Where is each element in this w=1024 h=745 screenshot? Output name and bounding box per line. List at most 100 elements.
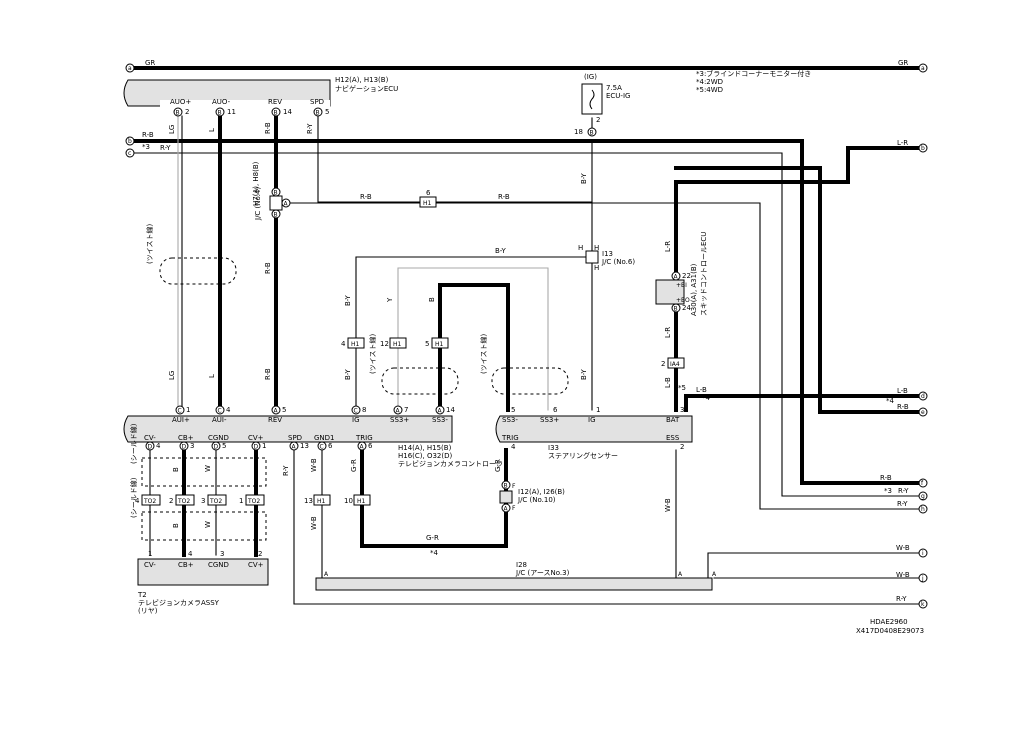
svg-text:b: b	[921, 145, 925, 152]
svg-text:スキッドコントロールECU: スキッドコントロールECU	[700, 232, 708, 316]
svg-text:TO2: TO2	[247, 498, 260, 505]
svg-text:X417D0408E29073: X417D0408E29073	[856, 627, 924, 635]
svg-text:テレビジョンカメラASSY: テレビジョンカメラASSY	[138, 598, 220, 607]
svg-text:1: 1	[186, 406, 190, 414]
svg-text:(リヤ): (リヤ)	[138, 607, 158, 615]
svg-text:14: 14	[446, 406, 455, 414]
svg-text:J/C (No.6): J/C (No.6)	[601, 258, 635, 266]
wire-ry-spd2	[317, 152, 421, 203]
svg-text:h: h	[921, 506, 925, 513]
svg-text:B: B	[316, 110, 320, 117]
svg-text:TRIG: TRIG	[501, 434, 519, 442]
svg-text:(ツイスト線): (ツイスト線)	[145, 223, 154, 264]
svg-text:*3: *3	[884, 487, 892, 495]
svg-text:G-R: G-R	[426, 534, 439, 542]
wire-earth-i	[707, 552, 921, 579]
wire-lb	[684, 394, 922, 412]
svg-text:R-B: R-B	[360, 193, 372, 201]
svg-text:d: d	[921, 393, 925, 400]
svg-text:3: 3	[201, 497, 205, 505]
svg-text:W-B: W-B	[896, 544, 910, 552]
camera-controller: C 1 C 4 A 5 C 8 A 7 A 14 AUI+ AUI- REV I…	[123, 405, 503, 468]
svg-text:T2: T2	[137, 591, 147, 599]
svg-text:ナビゲーションECU: ナビゲーションECU	[335, 84, 398, 93]
svg-text:A: A	[712, 571, 717, 578]
svg-text:R-B: R-B	[142, 131, 154, 139]
svg-text:6: 6	[368, 442, 373, 450]
svg-text:B: B	[172, 467, 180, 472]
svg-text:I28: I28	[516, 561, 527, 569]
svg-text:B: B	[172, 523, 180, 528]
svg-text:H: H	[578, 244, 583, 252]
svg-text:Y: Y	[386, 297, 394, 303]
svg-text:D: D	[214, 444, 219, 451]
svg-text:2: 2	[661, 360, 665, 368]
svg-text:5: 5	[425, 340, 429, 348]
svg-text:R-B: R-B	[264, 368, 272, 380]
svg-text:(ツイスト線): (ツイスト線)	[479, 333, 488, 374]
svg-text:H: H	[594, 264, 599, 272]
svg-text:B: B	[176, 110, 180, 117]
svg-text:SS3-: SS3-	[432, 416, 448, 424]
svg-text:CV-: CV-	[144, 434, 156, 442]
svg-text:H14(A), H15(B): H14(A), H15(B)	[398, 444, 452, 452]
twist-shield-markers: (ツイスト線) (ツイスト線) (ツイスト線) (シールド線) (シールド線)	[129, 223, 569, 541]
svg-text:L-R: L-R	[664, 327, 672, 338]
svg-text:g: g	[921, 493, 925, 500]
svg-text:1: 1	[148, 550, 152, 558]
svg-text:テレビジョンカメラコントローラ: テレビジョンカメラコントローラ	[398, 459, 503, 468]
svg-text:CV+: CV+	[248, 434, 264, 442]
svg-text:B: B	[274, 212, 278, 219]
svg-text:B: B	[274, 110, 278, 117]
svg-text:IA4: IA4	[670, 361, 680, 368]
svg-text:F: F	[512, 505, 516, 512]
svg-text:D: D	[148, 444, 153, 451]
svg-text:B-Y: B-Y	[344, 369, 352, 380]
svg-text:H1: H1	[317, 498, 326, 505]
svg-text:*4:2WD: *4:2WD	[696, 78, 723, 86]
svg-text:CB+: CB+	[178, 561, 194, 569]
svg-text:(シールド線): (シールド線)	[129, 423, 138, 464]
svg-text:1: 1	[596, 406, 600, 414]
svg-text:B-Y: B-Y	[580, 173, 588, 184]
svg-text:a: a	[128, 65, 132, 72]
svg-text:REV: REV	[268, 416, 282, 424]
svg-text:*4: *4	[702, 394, 711, 402]
svg-text:A: A	[504, 506, 509, 513]
svg-text:J/C (No.4): J/C (No.4)	[254, 187, 262, 221]
svg-text:*5: *5	[678, 384, 686, 392]
svg-text:C: C	[218, 408, 222, 415]
terminals: a a b c b d e f g h i j k	[125, 63, 928, 609]
svg-text:REV: REV	[268, 98, 282, 106]
svg-text:2: 2	[258, 550, 262, 558]
svg-text:AUO+: AUO+	[170, 98, 191, 106]
svg-text:2: 2	[185, 108, 189, 116]
rear-camera: 1 4 3 2 CV- CB+ CGND CV+ T2 テレビジョンカメラASS…	[137, 550, 269, 615]
svg-text:W-B: W-B	[310, 458, 318, 472]
svg-text:4: 4	[188, 550, 193, 558]
svg-text:J/C (No.10): J/C (No.10)	[517, 496, 556, 504]
svg-text:G-R: G-R	[494, 459, 502, 472]
svg-text:4: 4	[511, 443, 516, 451]
svg-text:H1: H1	[351, 341, 360, 348]
svg-text:i: i	[922, 550, 924, 557]
svg-text:R-Y: R-Y	[306, 123, 314, 134]
svg-text:L-B: L-B	[664, 377, 672, 388]
wire-rb-e	[818, 166, 922, 414]
svg-text:AUI-: AUI-	[212, 416, 227, 424]
wire-by-left	[355, 256, 587, 339]
svg-text:W-B: W-B	[310, 516, 318, 530]
svg-text:e: e	[921, 409, 925, 416]
svg-text:13: 13	[300, 442, 309, 450]
svg-text:W-B: W-B	[664, 498, 672, 512]
svg-text:H7(A), H8(B): H7(A), H8(B)	[252, 161, 260, 206]
svg-text:5: 5	[222, 442, 226, 450]
svg-text:A: A	[674, 274, 679, 281]
svg-text:G-R: G-R	[350, 459, 358, 472]
jc-i13: H H H I13 J/C (No.6)	[578, 244, 635, 272]
svg-text:I33: I33	[548, 444, 559, 452]
fuse-ecu-ig: (IG) 7.5A ECU-IG 2 B 18	[574, 73, 630, 137]
svg-text:R-Y: R-Y	[896, 595, 907, 603]
svg-text:I13: I13	[602, 250, 613, 258]
svg-text:ECU-IG: ECU-IG	[606, 92, 630, 100]
